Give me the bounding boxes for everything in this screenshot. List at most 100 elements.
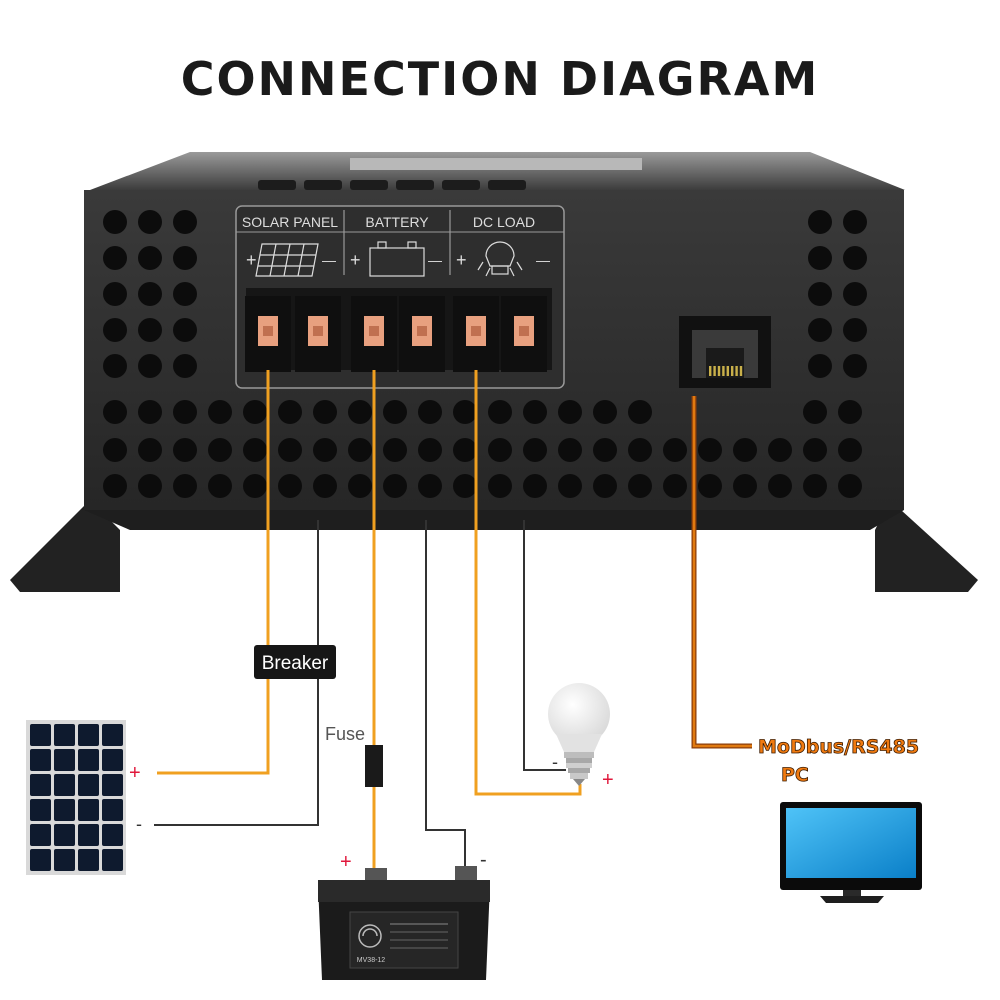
vent-hole [138, 474, 162, 498]
vent-hole [803, 438, 827, 462]
solar-cell [30, 724, 51, 746]
vent-hole [348, 474, 372, 498]
vent-hole [173, 210, 197, 234]
left-mounting-flange [10, 500, 120, 592]
vent-hole [593, 400, 617, 424]
vent-hole [698, 438, 722, 462]
vent-hole [523, 400, 547, 424]
solar-plus-mark: + [246, 250, 257, 270]
vent-hole [208, 438, 232, 462]
vent-hole [768, 438, 792, 462]
vent-hole [138, 400, 162, 424]
solar-cell [78, 799, 99, 821]
solar-cell [102, 799, 123, 821]
ventilation-holes [103, 210, 867, 498]
solar-cell [78, 849, 99, 871]
vent-hole [808, 318, 832, 342]
vent-hole [558, 400, 582, 424]
bulb-plus-label: + [602, 769, 614, 791]
vent-hole [383, 474, 407, 498]
fuse-label: Fuse [325, 724, 365, 744]
solar-cell [54, 749, 75, 771]
vent-hole [593, 438, 617, 462]
solar-cell [102, 774, 123, 796]
vent-hole [843, 318, 867, 342]
vent-hole [173, 354, 197, 378]
rs485-port [679, 316, 771, 388]
vent-hole [488, 400, 512, 424]
vent-hole [808, 246, 832, 270]
solar-cell [30, 799, 51, 821]
vent-hole [348, 400, 372, 424]
vent-hole [843, 354, 867, 378]
vent-hole [558, 438, 582, 462]
breaker: Breaker [254, 645, 336, 679]
vent-hole [103, 474, 127, 498]
vent-hole [733, 474, 757, 498]
vent-hole [843, 246, 867, 270]
vent-hole [243, 400, 267, 424]
load-positive-wire [474, 370, 582, 796]
right-mounting-flange [875, 500, 978, 592]
pc-label: PC [781, 764, 809, 786]
vent-hole [418, 400, 442, 424]
vent-hole [663, 474, 687, 498]
solar-cell [54, 724, 75, 746]
vent-hole [733, 438, 757, 462]
vent-hole [698, 474, 722, 498]
battery-negative-wire [425, 520, 466, 870]
vent-hole [138, 354, 162, 378]
battery-plus-label: + [340, 851, 352, 873]
battery: MV38-12 [318, 866, 490, 980]
vent-hole [418, 474, 442, 498]
load-negative-wire [523, 520, 566, 771]
panel-minus-label: - [136, 814, 142, 834]
vent-hole [103, 210, 127, 234]
vent-hole [523, 474, 547, 498]
vent-hole [808, 210, 832, 234]
vent-hole [208, 474, 232, 498]
vent-hole [138, 210, 162, 234]
vent-hole [488, 474, 512, 498]
battery-minus-mark: — [428, 252, 442, 268]
vent-hole [383, 438, 407, 462]
vent-hole [768, 474, 792, 498]
solar-cell [78, 774, 99, 796]
terminal-label-solar-panel: SOLAR PANEL [242, 214, 338, 230]
solar-panel-icon [255, 243, 319, 277]
vent-hole [843, 282, 867, 306]
vent-hole [383, 400, 407, 424]
vent-hole [663, 438, 687, 462]
vent-hole [453, 400, 477, 424]
solar-cell [54, 774, 75, 796]
wires [154, 370, 752, 880]
terminal-screws [245, 296, 547, 372]
vent-hole [628, 438, 652, 462]
vent-hole [103, 318, 127, 342]
solar-panel [26, 720, 126, 875]
vent-hole [208, 400, 232, 424]
lightbulb-icon [477, 241, 523, 277]
vent-hole [558, 474, 582, 498]
vent-hole [173, 438, 197, 462]
battery-icon [369, 241, 425, 277]
solar-cell [30, 824, 51, 846]
vent-hole [173, 474, 197, 498]
solar-cell [30, 749, 51, 771]
panel-plus-label: + [129, 762, 141, 784]
fuse [365, 745, 383, 787]
solar-cell [102, 749, 123, 771]
solar-cell [30, 849, 51, 871]
vent-hole [453, 438, 477, 462]
vent-hole [628, 474, 652, 498]
charge-controller: SOLAR PANEL BATTERY DC LOAD + — + — + — [10, 152, 978, 592]
top-screws [258, 180, 526, 190]
vent-hole [173, 282, 197, 306]
vent-hole [103, 246, 127, 270]
vent-hole [803, 400, 827, 424]
vent-hole [838, 438, 862, 462]
solar-positive-wire [157, 370, 270, 775]
vent-hole [348, 438, 372, 462]
vent-hole [628, 400, 652, 424]
vent-hole [103, 400, 127, 424]
